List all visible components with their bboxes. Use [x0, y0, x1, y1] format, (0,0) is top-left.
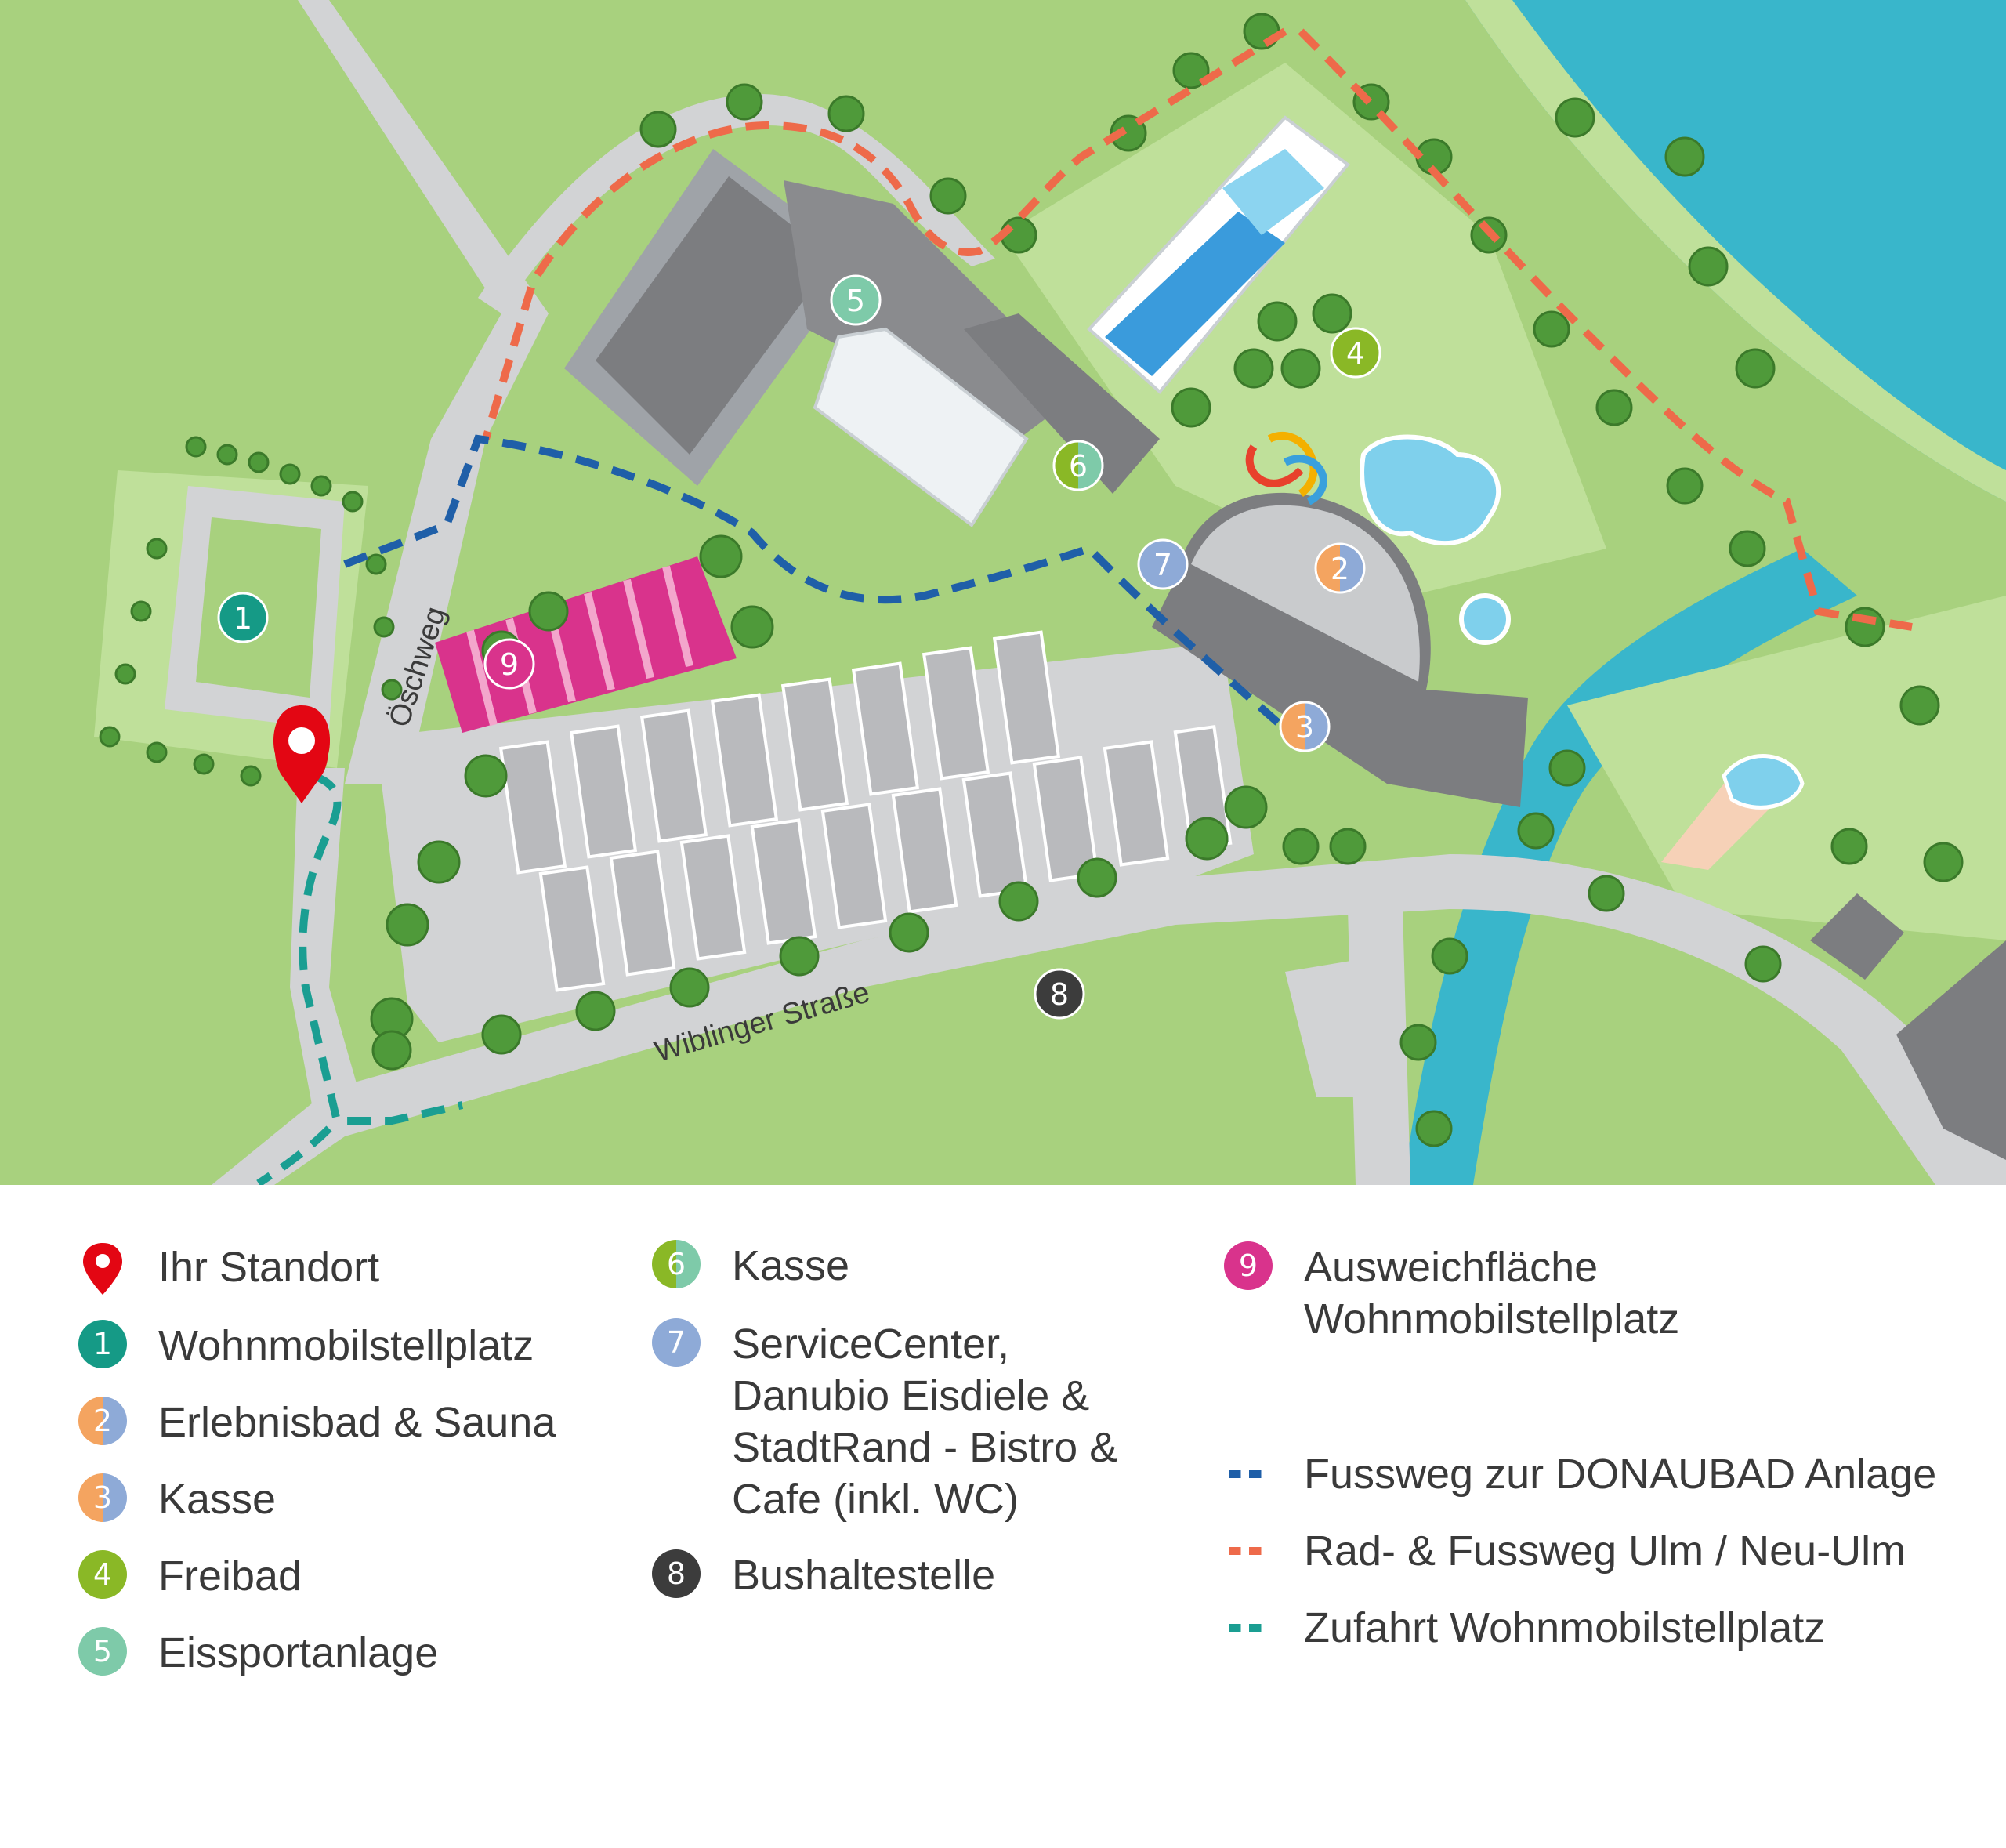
- svg-text:4: 4: [1346, 336, 1365, 371]
- legend-label-rad: Rad- & Fussweg Ulm / Neu-Ulm: [1304, 1527, 1906, 1574]
- marker-7[interactable]: 7: [1137, 538, 1189, 590]
- svg-text:1: 1: [234, 601, 252, 636]
- parking-rows: [498, 630, 1233, 992]
- legend-label-1: Wohnmobilstellplatz: [158, 1322, 534, 1369]
- legend-item-6: 6 Kasse: [652, 1240, 849, 1292]
- legend-badge-5: 5: [78, 1627, 127, 1676]
- legend-badge-3: 3: [78, 1473, 127, 1522]
- legend-label-3: Kasse: [158, 1476, 277, 1523]
- river-bank: [1465, 0, 2006, 502]
- road-oeschweg: [298, 0, 549, 784]
- freibad-pools: [1087, 115, 1511, 645]
- legend-label-4: Freibad: [158, 1553, 302, 1600]
- legend-path-zufahrt: Zufahrt Wohnmobilstellplatz: [1224, 1602, 1825, 1654]
- legend-label-standort: Ihr Standort: [158, 1244, 380, 1291]
- svg-text:5: 5: [846, 284, 865, 318]
- site-map: Öschweg Wiblinger Straße 1 2 3 4 5 6 7 8…: [0, 0, 2006, 1185]
- legend-label-8: Bushaltestelle: [732, 1552, 996, 1599]
- route-zufahrt-wohnmobil: [256, 772, 464, 1185]
- legend-item-standort: Ihr Standort: [78, 1241, 379, 1296]
- marker-3[interactable]: 3: [1279, 701, 1331, 752]
- legend-badge-2: 2: [78, 1397, 127, 1445]
- legend-item-4: 4 Freibad: [78, 1550, 302, 1602]
- legend-path-fussweg: Fussweg zur DONAUBAD Anlage: [1224, 1448, 1936, 1500]
- svg-text:3: 3: [1295, 710, 1314, 745]
- ice-rink: [813, 327, 1029, 527]
- route-rad-fussweg-east: [1298, 28, 1913, 631]
- legend-item-7: 7 ServiceCenter, Danubio Eisdiele & Stad…: [652, 1318, 1117, 1525]
- legend-label-7: ServiceCenter, Danubio Eisdiele & StadtR…: [732, 1321, 1118, 1523]
- legend-badge-1: 1: [78, 1320, 127, 1368]
- building-eissport-hall: [564, 149, 862, 486]
- marker-6[interactable]: 6: [1052, 440, 1104, 491]
- dashed-line-orange-icon: [1229, 1547, 1263, 1555]
- svg-text:9: 9: [500, 647, 519, 682]
- legend-label-2: Erlebnisbad & Sauna: [158, 1399, 556, 1446]
- road-access: [290, 768, 360, 1113]
- water-slides: [1245, 432, 1327, 505]
- legend-badge-4: 4: [78, 1550, 127, 1599]
- legend-label-6: Kasse: [732, 1242, 850, 1289]
- svg-text:7: 7: [1153, 548, 1172, 582]
- building-erlebnisbad: [1152, 492, 1528, 807]
- legend-badge-9: 9: [1224, 1241, 1273, 1290]
- legend-path-rad: Rad- & Fussweg Ulm / Neu-Ulm: [1224, 1525, 1906, 1577]
- marker-1[interactable]: 1: [217, 592, 269, 643]
- legend-label-zufahrt: Zufahrt Wohnmobilstellplatz: [1304, 1604, 1826, 1651]
- route-fussweg-donaubad: [343, 434, 1288, 732]
- location-pin-icon: [83, 1243, 122, 1295]
- legend-item-8: 8 Bushaltestelle: [652, 1549, 995, 1601]
- kids-pool-east: [1661, 754, 1805, 870]
- map-legend: Ihr Standort 1 Wohnmobilstellplatz 2 Erl…: [0, 1185, 2006, 1848]
- building-small: [1810, 893, 1904, 980]
- legend-badge-7: 7: [652, 1318, 701, 1367]
- dashed-line-teal-icon: [1229, 1624, 1263, 1632]
- marker-2[interactable]: 2: [1314, 542, 1366, 594]
- legend-item-5: 5 Eissportanlage: [78, 1627, 438, 1679]
- legend-item-2: 2 Erlebnisbad & Sauna: [78, 1397, 556, 1448]
- road-north-loop: [478, 94, 995, 313]
- legend-badge-8: 8: [652, 1549, 701, 1598]
- road-wiblinger-strasse: [212, 854, 2006, 1185]
- legend-badge-6: 6: [652, 1240, 701, 1288]
- marker-9[interactable]: 9: [483, 638, 535, 690]
- legend-label-fussweg: Fussweg zur DONAUBAD Anlage: [1304, 1451, 1937, 1498]
- legend-item-1: 1 Wohnmobilstellplatz: [78, 1320, 534, 1372]
- marker-8[interactable]: 8: [1034, 968, 1085, 1020]
- marker-5[interactable]: 5: [830, 274, 882, 326]
- building-kasse-6: [964, 313, 1160, 494]
- legend-label-5: Eissportanlage: [158, 1629, 439, 1676]
- svg-text:8: 8: [1050, 977, 1069, 1012]
- legend-item-9: 9 Ausweichfläche Wohnmobilstellplatz: [1224, 1241, 1679, 1345]
- location-pin-icon[interactable]: [273, 705, 331, 803]
- plaza-south: [1285, 956, 1379, 1097]
- route-rad-fussweg: [482, 27, 1287, 440]
- legend-label-9: Ausweichfläche Wohnmobilstellplatz: [1304, 1244, 1680, 1343]
- legend-item-3: 3 Kasse: [78, 1473, 276, 1525]
- marker-4[interactable]: 4: [1330, 327, 1381, 379]
- svg-text:2: 2: [1331, 552, 1349, 586]
- svg-text:6: 6: [1069, 449, 1088, 484]
- building-east: [1896, 940, 2006, 1160]
- dashed-line-blue-icon: [1229, 1470, 1263, 1478]
